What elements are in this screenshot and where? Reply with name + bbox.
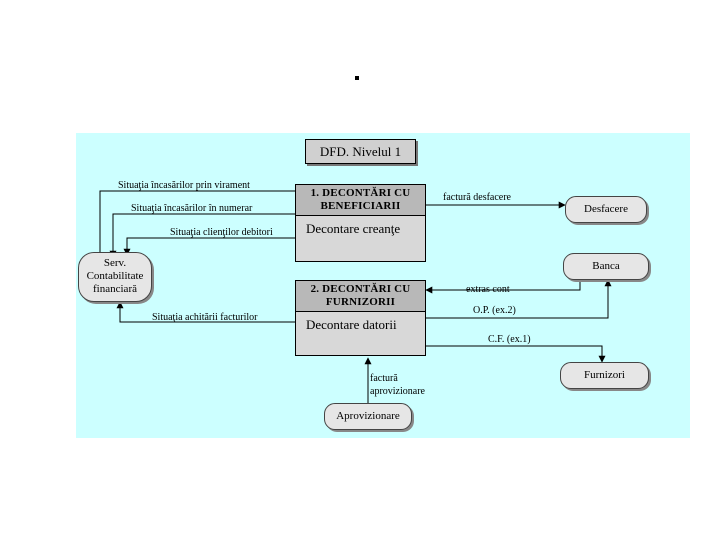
process-header: 2. DECONTĂRI CU FURNIZORII xyxy=(296,281,425,312)
flow-label-extras-cont: extras cont xyxy=(466,284,510,295)
flow-line-extras-cont xyxy=(425,277,581,294)
flow-label-achitare-facturi: Situaţia achitării facturilor xyxy=(152,312,258,323)
flow-line-incasari-numerar xyxy=(109,213,295,258)
process-header-line1: 1. DECONTĂRI CU xyxy=(310,187,411,199)
flow-line-achitare-facturi xyxy=(116,301,295,323)
entity-aprovizionare: Aprovizionare xyxy=(324,403,412,430)
flow-label-cf-ex1: C.F. (ex.1) xyxy=(488,334,531,345)
slide-bullet-dot xyxy=(355,76,359,80)
flow-line-incasari-virament xyxy=(96,190,295,261)
process-body: Decontare creanţe xyxy=(306,221,401,236)
flow-label-factura-desfacere: factură desfacere xyxy=(443,192,511,203)
entity-furnizori: Furnizori xyxy=(560,362,649,389)
entity-line: Contabilitate xyxy=(86,270,144,282)
flow-line-clienti-debitori xyxy=(123,237,295,256)
flow-label-factura-aprovizionare: factură aprovizionare xyxy=(370,372,425,398)
flow-label-line: aprovizionare xyxy=(370,386,425,397)
process-header: 1. DECONTĂRI CU BENEFICIARII xyxy=(296,185,425,216)
process-body: Decontare datorii xyxy=(306,317,397,332)
process-decontari-beneficiari: 1. DECONTĂRI CU BENEFICIARII Decontare c… xyxy=(295,184,426,262)
flow-label-incasari-numerar: Situaţia încasărilor în numerar xyxy=(131,203,253,214)
process-header-line2: FURNIZORII xyxy=(325,296,396,308)
diagram-title: DFD. Nivelul 1 xyxy=(305,139,416,164)
flow-line-cf-ex1 xyxy=(426,345,606,363)
flow-label-incasari-virament: Situaţia încasărilor prin virament xyxy=(118,180,250,191)
flow-label-line: factură xyxy=(370,373,398,384)
process-decontari-furnizori: 2. DECONTĂRI CU FURNIZORII Decontare dat… xyxy=(295,280,426,356)
entity-line: Serv. xyxy=(103,257,127,269)
entity-banca: Banca xyxy=(563,253,649,280)
entity-serv-contabilitate: Serv. Contabilitate financiară xyxy=(78,252,152,302)
flow-line-op-ex2 xyxy=(426,279,612,319)
flow-label-op-ex2: O.P. (ex.2) xyxy=(473,305,516,316)
process-header-line1: 2. DECONTĂRI CU xyxy=(310,283,411,295)
entity-desfacere: Desfacere xyxy=(565,196,647,223)
process-header-line2: BENEFICIARII xyxy=(320,200,401,212)
entity-line: financiară xyxy=(93,283,137,295)
flow-label-clienti-debitori: Situaţia clienţilor debitori xyxy=(170,227,273,238)
